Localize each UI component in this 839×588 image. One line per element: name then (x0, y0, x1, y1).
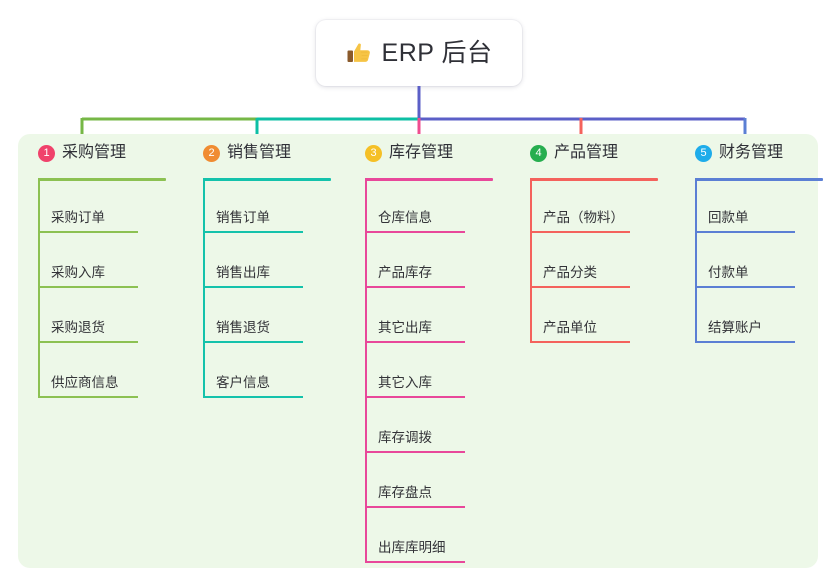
column-title: 采购管理 (62, 144, 127, 161)
list-item-underline (530, 341, 630, 343)
root-node-card[interactable]: ERP 后台 (316, 20, 522, 86)
column-spine (530, 178, 532, 343)
list-item[interactable]: 库存盘点 (365, 453, 475, 508)
list-item[interactable]: 采购入库 (38, 233, 148, 288)
list-item-label: 产品（物料） (543, 209, 624, 225)
column-1: 1 采购管理采购订单采购入库采购退货供应商信息 (18, 140, 178, 398)
list-item-underline (365, 396, 465, 398)
column-header-2[interactable]: 2 销售管理 (183, 140, 343, 166)
column-underline (203, 178, 331, 181)
list-item-label: 销售出库 (216, 264, 270, 280)
list-item-label: 结算账户 (708, 319, 762, 335)
list-item-underline (203, 286, 303, 288)
list-item-underline (530, 286, 630, 288)
list-item-label: 库存盘点 (378, 484, 432, 500)
diagram-panel: 1 采购管理采购订单采购入库采购退货供应商信息 2 销售管理销售订单销售出库销售退货客… (18, 134, 823, 568)
list-item[interactable]: 其它出库 (365, 288, 475, 343)
list-item-underline (365, 561, 465, 563)
list-item[interactable]: 采购退货 (38, 288, 148, 343)
list-item[interactable]: 产品单位 (530, 288, 640, 343)
list-item[interactable]: 产品分类 (530, 233, 640, 288)
list-item-label: 出库库明细 (378, 539, 446, 555)
column-title: 财务管理 (719, 144, 784, 161)
list-item-label: 其它入库 (378, 374, 432, 390)
list-item[interactable]: 供应商信息 (38, 343, 148, 398)
list-item-underline (203, 231, 303, 233)
column-spine (695, 178, 697, 343)
list-item-label: 库存调拨 (378, 429, 432, 445)
list-item[interactable]: 销售退货 (203, 288, 313, 343)
thumbs-up-icon (346, 40, 372, 66)
root-node-title: ERP 后台 (381, 38, 493, 67)
list-item-label: 销售订单 (216, 209, 270, 225)
list-item[interactable]: 采购订单 (38, 178, 148, 233)
list-item-label: 采购订单 (51, 209, 105, 225)
list-item-underline (38, 396, 138, 398)
column-underline (530, 178, 658, 181)
list-item-label: 产品库存 (378, 264, 432, 280)
column-number-badge: 3 (365, 144, 382, 162)
column-underline (365, 178, 493, 181)
list-item-label: 回款单 (708, 209, 749, 225)
column-spine (38, 178, 40, 398)
list-item-label: 采购入库 (51, 264, 105, 280)
column-number-badge: 4 (530, 144, 547, 162)
list-item-underline (365, 451, 465, 453)
column-number-badge: 2 (203, 144, 220, 162)
list-item-underline (695, 341, 795, 343)
column-header-5[interactable]: 5 财务管理 (675, 140, 835, 166)
column-number-badge: 5 (695, 144, 712, 162)
list-item-underline (365, 506, 465, 508)
column-underline (38, 178, 166, 181)
list-item[interactable]: 回款单 (695, 178, 805, 233)
list-item[interactable]: 产品库存 (365, 233, 475, 288)
list-item-label: 付款单 (708, 264, 749, 280)
column-title: 销售管理 (227, 144, 292, 161)
list-item-label: 销售退货 (216, 319, 270, 335)
list-item-underline (38, 341, 138, 343)
column-2: 2 销售管理销售订单销售出库销售退货客户信息 (183, 140, 343, 398)
column-underline (695, 178, 823, 181)
list-item-label: 客户信息 (216, 374, 270, 390)
list-item-underline (365, 286, 465, 288)
list-item-underline (203, 396, 303, 398)
column-5: 5 财务管理回款单付款单结算账户 (675, 140, 835, 343)
list-item-underline (365, 231, 465, 233)
list-item-underline (530, 231, 630, 233)
list-item-label: 其它出库 (378, 319, 432, 335)
list-item-underline (38, 286, 138, 288)
list-item-underline (365, 341, 465, 343)
column-header-1[interactable]: 1 采购管理 (18, 140, 178, 166)
list-item-underline (695, 286, 795, 288)
column-number-badge: 1 (38, 144, 55, 162)
list-item-label: 产品分类 (543, 264, 597, 280)
list-item[interactable]: 其它入库 (365, 343, 475, 398)
list-item[interactable]: 客户信息 (203, 343, 313, 398)
column-header-4[interactable]: 4 产品管理 (510, 140, 670, 166)
list-item-label: 产品单位 (543, 319, 597, 335)
column-header-3[interactable]: 3 库存管理 (345, 140, 505, 166)
list-item[interactable]: 出库库明细 (365, 508, 475, 563)
list-item[interactable]: 结算账户 (695, 288, 805, 343)
list-item[interactable]: 产品（物料） (530, 178, 640, 233)
column-3: 3 库存管理仓库信息产品库存其它出库其它入库库存调拨库存盘点出库库明细 (345, 140, 505, 563)
list-item[interactable]: 销售订单 (203, 178, 313, 233)
list-item-label: 仓库信息 (378, 209, 432, 225)
list-item-underline (38, 231, 138, 233)
column-spine (365, 178, 367, 563)
list-item-label: 供应商信息 (51, 374, 119, 390)
list-item-underline (203, 341, 303, 343)
list-item[interactable]: 付款单 (695, 233, 805, 288)
column-spine (203, 178, 205, 398)
list-item[interactable]: 销售出库 (203, 233, 313, 288)
column-title: 库存管理 (389, 144, 454, 161)
column-4: 4 产品管理产品（物料） 产品分类产品单位 (510, 140, 670, 343)
list-item-underline (695, 231, 795, 233)
column-title: 产品管理 (554, 144, 619, 161)
list-item-label: 采购退货 (51, 319, 105, 335)
list-item[interactable]: 仓库信息 (365, 178, 475, 233)
list-item[interactable]: 库存调拨 (365, 398, 475, 453)
